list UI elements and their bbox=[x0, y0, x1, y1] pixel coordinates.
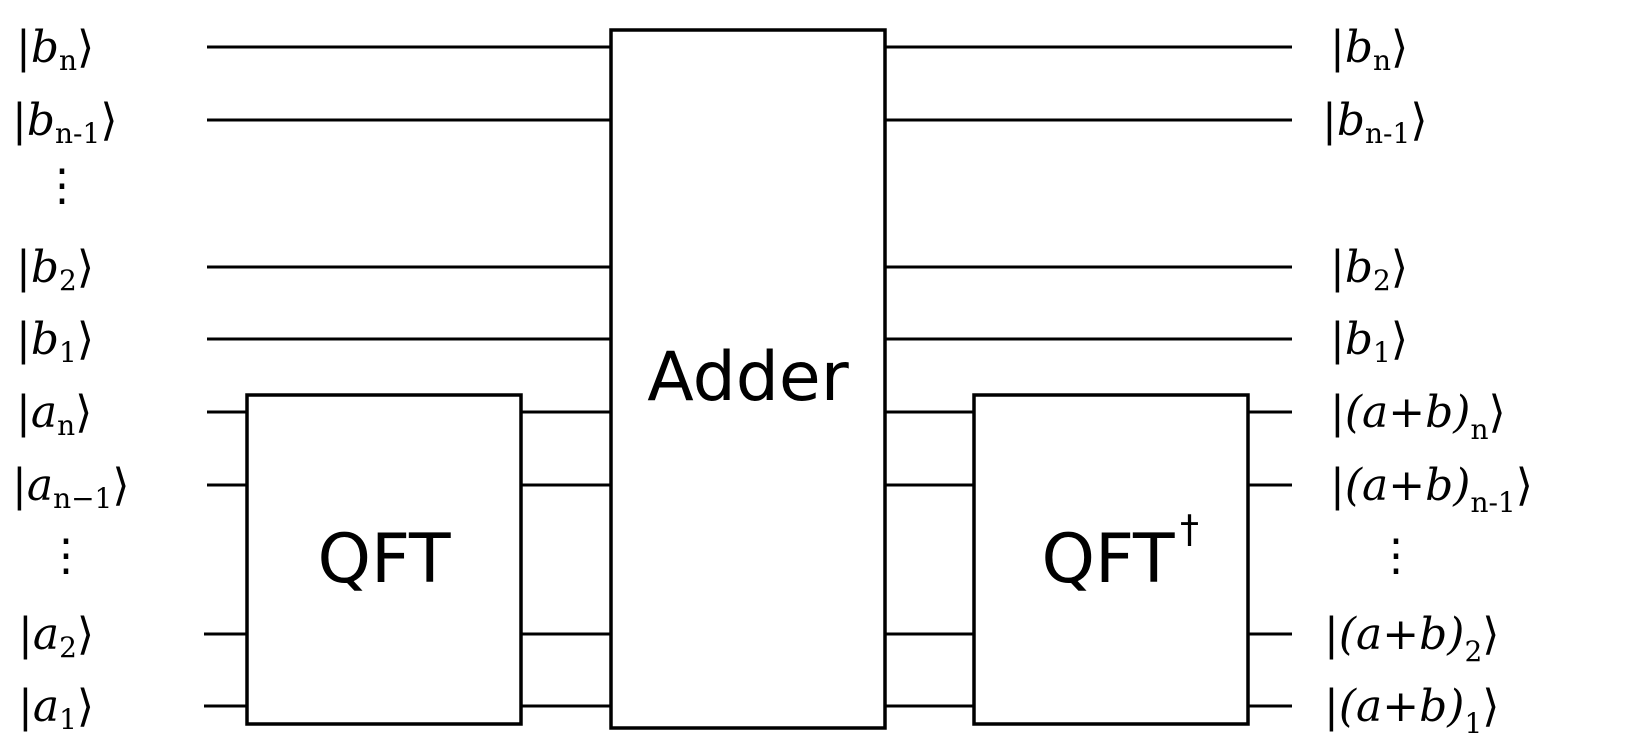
output-ket-sum-1: |(a+b)1⟩ bbox=[1324, 681, 1499, 740]
input-ket-b-1: |b1⟩ bbox=[16, 314, 94, 369]
qft-inverse-gate: QFT † bbox=[972, 393, 1250, 726]
input-ket-a-1: |a1⟩ bbox=[18, 681, 94, 736]
output-ket-b-n: |bn⟩ bbox=[1330, 22, 1408, 77]
output-ket-b-n-1: |bn-1⟩ bbox=[1322, 95, 1427, 150]
input-ket-a-2: |a2⟩ bbox=[18, 609, 94, 664]
input-ket-b-n: |bn⟩ bbox=[16, 22, 94, 77]
input-ket-b-2: |b2⟩ bbox=[16, 242, 94, 297]
input-ellipsis-b: ⋮ bbox=[40, 160, 84, 211]
output-ket-sum-2: |(a+b)2⟩ bbox=[1324, 609, 1499, 668]
output-ket-b-1: |b1⟩ bbox=[1330, 314, 1408, 369]
input-ket-a-n-1: |an−1⟩ bbox=[12, 460, 130, 515]
input-ket-b-n-1: |bn-1⟩ bbox=[12, 95, 117, 150]
dagger-superscript: † bbox=[1180, 507, 1199, 551]
adder-gate-label: Adder bbox=[647, 338, 848, 417]
output-ket-sum-n-1: |(a+b)n-1⟩ bbox=[1330, 460, 1533, 519]
output-ket-sum-n: |(a+b)n⟩ bbox=[1330, 387, 1506, 446]
adder-gate: Adder bbox=[609, 28, 887, 730]
qft-inverse-gate-label: QFT bbox=[1042, 520, 1175, 599]
output-ellipsis: ⋮ bbox=[1374, 530, 1418, 581]
output-ket-b-2: |b2⟩ bbox=[1330, 242, 1408, 297]
input-ellipsis-a: ⋮ bbox=[44, 530, 88, 581]
output-labels: |bn⟩ |bn-1⟩ |b2⟩ |b1⟩ |(a+b)n⟩ |(a+b)n-1… bbox=[1322, 22, 1533, 740]
qft-gate-label: QFT bbox=[318, 520, 451, 599]
input-labels: |bn⟩ |bn-1⟩ ⋮ |b2⟩ |b1⟩ |an⟩ |an−1⟩ ⋮ |a… bbox=[12, 22, 130, 736]
input-ket-a-n: |an⟩ bbox=[16, 387, 92, 442]
qft-gate: QFT bbox=[245, 393, 523, 726]
